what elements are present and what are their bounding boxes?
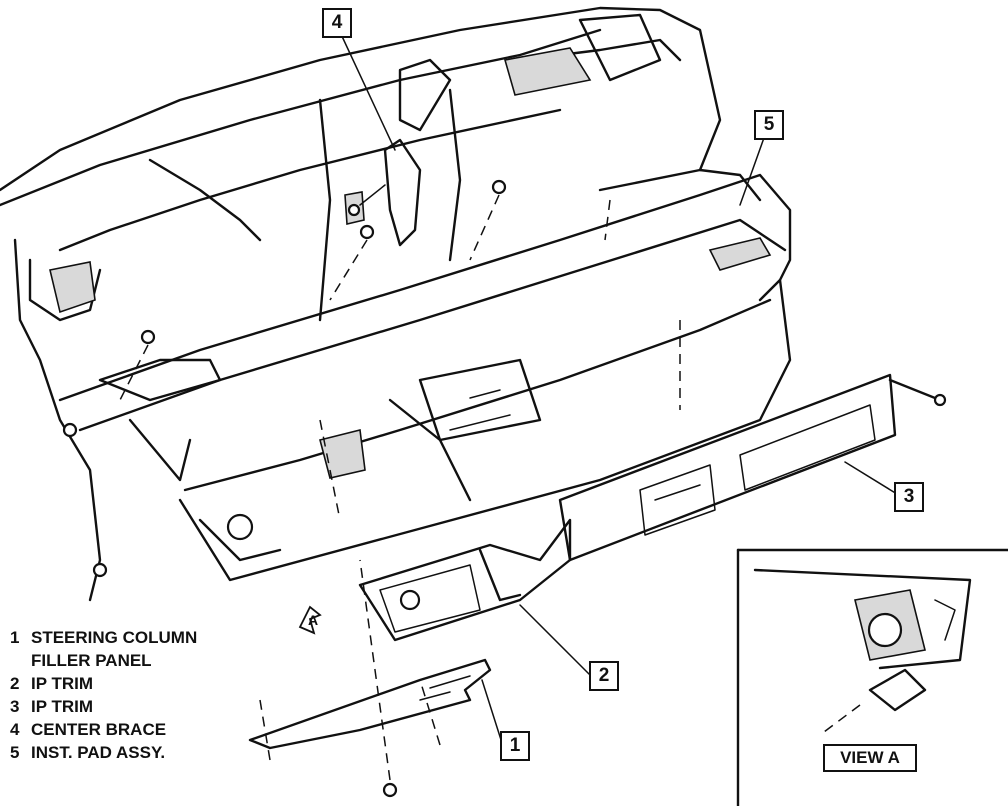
ip-trim-left [358, 518, 572, 642]
legend-item: 3 IP TRIM [10, 695, 197, 718]
steering-column-filler [248, 658, 492, 750]
alignment-lines [119, 194, 681, 781]
legend-number: 4 [10, 720, 20, 739]
legend-label: IP TRIM [31, 674, 94, 693]
legend-number: 1 [10, 628, 20, 647]
ip-cluster [178, 278, 792, 582]
legend-label: IP TRIM [31, 697, 94, 716]
legend-label: CENTER BRACE [31, 720, 167, 739]
view-arrow-letter: A [308, 612, 319, 628]
instrument-pad [58, 168, 792, 482]
legend-item: 4 CENTER BRACE [10, 718, 197, 741]
legend-label-continued: FILLER PANEL [31, 651, 152, 670]
callout-5: 5 [754, 110, 784, 140]
legend-label: STEERING COLUMN [31, 628, 198, 647]
view-a-arrow: A [298, 605, 328, 638]
legend-item: 2 IP TRIM [10, 672, 197, 695]
leader-lines [339, 31, 898, 744]
callout-3: 3 [894, 482, 924, 512]
view-a-label: VIEW A [823, 744, 917, 772]
legend-number: 5 [10, 743, 20, 762]
fasteners [62, 179, 947, 798]
callout-4: 4 [322, 8, 352, 38]
ip-trim-right [558, 373, 897, 562]
parts-legend: 1 STEERING COLUMN FILLER PANEL 2 IP TRIM… [10, 626, 197, 764]
legend-label: INST. PAD ASSY. [31, 743, 166, 762]
view-a-inset [736, 548, 1008, 806]
legend-number: 3 [10, 697, 20, 716]
legend-item: 5 INST. PAD ASSY. [10, 741, 197, 764]
callout-2: 2 [589, 661, 619, 691]
legend-item: 1 STEERING COLUMN [10, 626, 197, 649]
dash-frame [0, 6, 722, 602]
callout-1: 1 [500, 731, 530, 761]
view-arrow-icon [298, 605, 322, 635]
legend-number: 2 [10, 674, 20, 693]
center-brace [344, 138, 422, 247]
